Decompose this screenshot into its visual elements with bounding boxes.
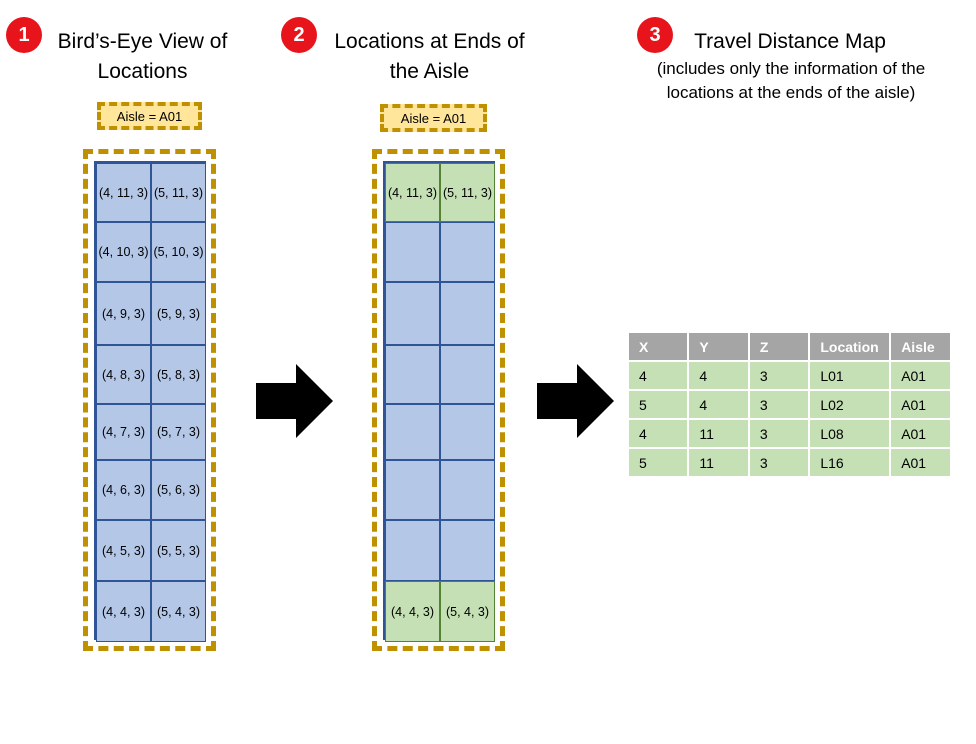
step-2-title: Locations at Ends of the Aisle [318,27,541,87]
location-cell [440,345,495,404]
table-cell: A01 [889,360,952,391]
location-cell [385,520,440,581]
location-cell: (4, 11, 3) [385,163,440,222]
location-cell [385,345,440,404]
location-cell [440,404,495,460]
location-cell: (5, 7, 3) [151,404,206,460]
table-cell: 11 [687,447,750,478]
location-cell: (4, 4, 3) [96,581,151,642]
arrow-right-icon [256,364,333,438]
location-cell [440,460,495,520]
table-cell: A01 [889,389,952,420]
location-cell [385,282,440,345]
table-cell: L02 [808,389,892,420]
table-cell: 3 [747,389,811,420]
step-1-title-line1: Bird’s-Eye View of [57,30,228,53]
location-cell [385,404,440,460]
table-cell: 3 [747,360,811,391]
table-cell: 11 [687,418,750,449]
location-cell: (5, 6, 3) [151,460,206,520]
location-cell: (4, 6, 3) [96,460,151,520]
step-3-subtitle-line1: (includes only the information of the [656,59,926,78]
table-header-cell: Aisle [889,331,952,362]
step-3-subtitle: (includes only the information of the lo… [630,57,952,105]
aisle-tag-panel-2: Aisle = A01 [380,104,487,132]
table-cell: A01 [889,447,952,478]
table-cell: 4 [687,389,750,420]
step-1-title-line2: Locations [97,60,188,83]
location-cell: (4, 7, 3) [96,404,151,460]
location-cell [440,222,495,282]
location-grid-panel-2: (4, 11, 3)(5, 11, 3) (4, 4, 3)(5, 4, 3) [383,161,495,642]
location-cell: (5, 8, 3) [151,345,206,404]
step-3-subtitle-line2: locations at the ends of the aisle) [666,83,916,102]
step-2-badge: 2 [281,17,317,53]
location-cell: (4, 5, 3) [96,520,151,581]
table-header-cell: Z [747,331,811,362]
aisle-frame-panel-2 [372,149,505,651]
location-cell [440,282,495,345]
arrow-right-icon [537,364,614,438]
aisle-tag-panel-1: Aisle = A01 [97,102,202,130]
aisle-frame-panel-1 [83,149,216,651]
location-cell: (5, 5, 3) [151,520,206,581]
location-cell [385,222,440,282]
table-header-cell: Y [687,331,750,362]
table-cell: A01 [889,418,952,449]
table-cell: 5 [626,389,690,420]
location-cell: (5, 10, 3) [151,222,206,282]
location-cell: (5, 4, 3) [440,581,495,642]
location-cell: (5, 9, 3) [151,282,206,345]
table-header-cell: X [626,331,690,362]
table-cell: 5 [626,447,690,478]
location-grid-panel-1: (4, 11, 3)(5, 11, 3)(4, 10, 3)(5, 10, 3)… [94,161,206,642]
step-3-badge: 3 [637,17,673,53]
table-cell: 3 [747,418,811,449]
table-header-cell: Location [808,331,892,362]
location-cell: (4, 11, 3) [96,163,151,222]
location-cell: (5, 4, 3) [151,581,206,642]
step-2-title-line1: Locations at Ends of [334,30,525,53]
location-cell: (4, 10, 3) [96,222,151,282]
table-cell: L08 [808,418,892,449]
table-cell: L01 [808,360,892,391]
step-1-title: Bird’s-Eye View of Locations [40,27,245,87]
table-cell: 4 [687,360,750,391]
table-cell: L16 [808,447,892,478]
location-cell: (4, 4, 3) [385,581,440,642]
location-cell [385,460,440,520]
table-cell: 4 [626,418,690,449]
location-cell: (5, 11, 3) [151,163,206,222]
location-cell: (4, 9, 3) [96,282,151,345]
table-cell: 4 [626,360,690,391]
location-cell: (4, 8, 3) [96,345,151,404]
location-cell [440,520,495,581]
location-cell: (5, 11, 3) [440,163,495,222]
step-3-title: Travel Distance Map [694,30,886,53]
table-cell: 3 [747,447,811,478]
step-2-title-line2: the Aisle [389,60,470,83]
step-1-badge: 1 [6,17,42,53]
